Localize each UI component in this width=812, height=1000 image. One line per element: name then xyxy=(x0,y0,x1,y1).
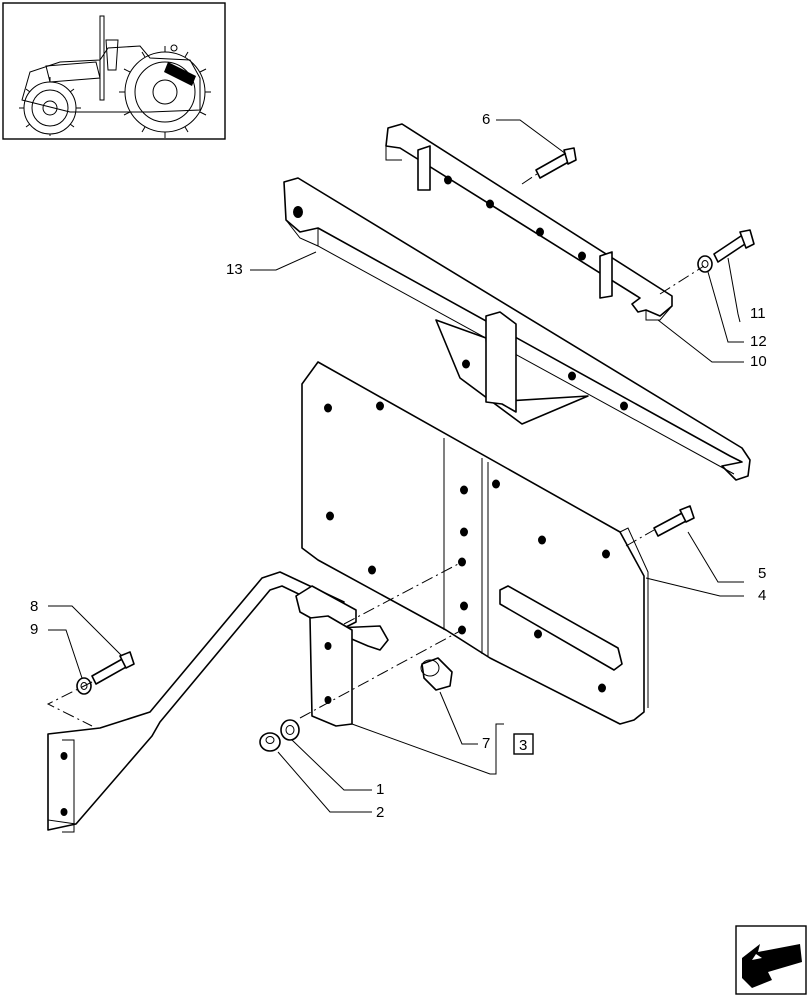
next-page-arrow-icon[interactable] xyxy=(735,925,807,995)
part-lever-assembly xyxy=(47,571,389,833)
callout-8: 8 xyxy=(30,598,38,615)
callout-labels: 1 2 3 4 5 6 7 8 9 10 11 12 13 xyxy=(30,111,767,821)
callout-2: 2 xyxy=(376,804,384,821)
part-1-nut xyxy=(259,732,281,752)
assembly-center-lines xyxy=(46,171,705,727)
part-13-drawbar xyxy=(283,177,751,481)
callout-3: 3 xyxy=(519,737,527,754)
callout-12: 12 xyxy=(750,333,767,350)
part-7-plug xyxy=(420,657,453,691)
callout-7: 7 xyxy=(482,735,490,752)
part-8-bolt xyxy=(91,651,135,685)
part-4-mounting-plate xyxy=(301,361,649,725)
part-5-bolt xyxy=(653,505,695,537)
tractor-thumbnail-icon[interactable] xyxy=(2,2,226,140)
leader-lines xyxy=(48,119,744,813)
part-6-bolt xyxy=(535,147,577,179)
part-12-washer xyxy=(697,255,713,273)
callout-10: 10 xyxy=(750,353,767,370)
tire-tread xyxy=(19,46,211,138)
part-11-bolt xyxy=(713,229,755,263)
callout-1: 1 xyxy=(376,781,384,798)
callout-9: 9 xyxy=(30,621,38,638)
callout-3-box xyxy=(513,733,534,755)
callout-13: 13 xyxy=(226,261,243,278)
callout-11: 11 xyxy=(750,305,766,322)
callout-5: 5 xyxy=(758,565,766,582)
part-10-bracket xyxy=(385,123,673,321)
part-2-washer xyxy=(280,719,300,741)
callout-4: 4 xyxy=(758,587,766,604)
callout-6: 6 xyxy=(482,111,490,128)
